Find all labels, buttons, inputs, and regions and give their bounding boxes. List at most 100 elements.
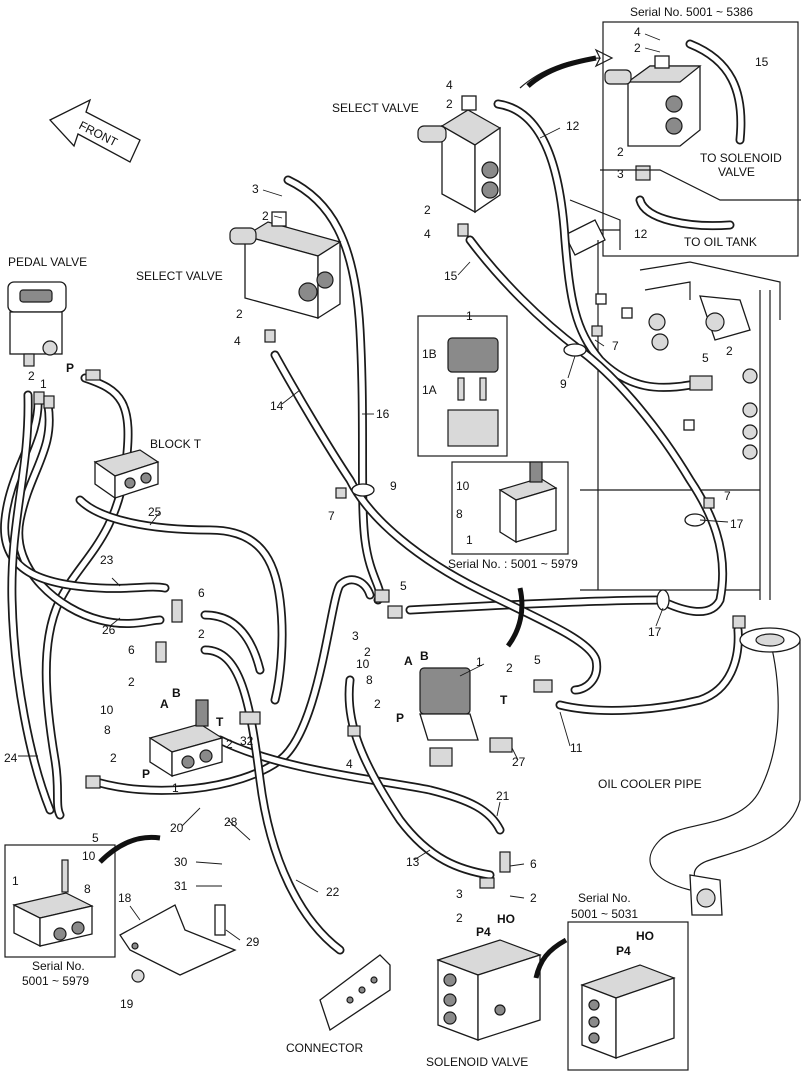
- callout-27: 27: [512, 755, 526, 769]
- port-t-right: T: [500, 693, 508, 707]
- callout-4-c: 4: [424, 227, 431, 241]
- to-solenoid-label-1: TO SOLENOID: [700, 151, 782, 165]
- inset-mid-lbl-1a: 1A: [422, 383, 437, 397]
- callout-2-h: 2: [226, 737, 233, 751]
- port-p-right: P: [396, 711, 404, 725]
- callout-4-d: 4: [346, 757, 353, 771]
- inset-serial-5001-5386: Serial No. 5001 ~ 5386 4 2 15 2 3 12 TO …: [602, 5, 799, 257]
- callout-2-i: 2: [110, 751, 117, 765]
- inset-br-serial-2: 5001 ~ 5031: [571, 907, 638, 921]
- callout-10-a: 10: [100, 703, 114, 717]
- callout-17-b: 17: [648, 625, 662, 639]
- callout-7-a: 7: [612, 339, 619, 353]
- callout-31: 31: [174, 879, 188, 893]
- callout-9-a: 9: [560, 377, 567, 391]
- callout-30: 30: [174, 855, 188, 869]
- connector-plate: [319, 954, 391, 1032]
- solenoid-block-center: [419, 667, 513, 767]
- oil-cooler-pipe: [649, 627, 801, 916]
- callout-25: 25: [148, 505, 162, 519]
- callout-19: 19: [120, 997, 134, 1011]
- inset-mid2-lbl-8: 8: [456, 507, 463, 521]
- callout-6-b: 6: [128, 643, 135, 657]
- inset-bl-lbl-10: 10: [82, 849, 96, 863]
- callout-4-b: 4: [446, 78, 453, 92]
- inset-mid2-pointer: [505, 587, 525, 648]
- callout-2-g: 2: [128, 675, 135, 689]
- solenoid-valve-bottom: [436, 939, 542, 1041]
- callout-2-j: 2: [530, 891, 537, 905]
- callout-2-c: 2: [446, 97, 453, 111]
- port-p-left: P: [142, 767, 150, 781]
- inset-mid2-lbl-10: 10: [456, 479, 470, 493]
- inset-br-ho: HO: [636, 929, 654, 943]
- callout-10-b: 10: [356, 657, 370, 671]
- callout-2-l: 2: [364, 645, 371, 659]
- select-valve-left: [229, 211, 342, 320]
- inset-top-lbl-2a: 2: [634, 41, 641, 55]
- inset-br-serial-1: Serial No.: [578, 891, 631, 905]
- callout-32: 32: [240, 734, 254, 748]
- inset-mid2-serial: Serial No. : 5001 ~ 5979: [448, 557, 578, 571]
- select-valve-top: [417, 95, 502, 214]
- inset-bl-serial-1: Serial No.: [32, 959, 85, 973]
- inset-bl-serial-2: 5001 ~ 5979: [22, 974, 89, 988]
- callout-7-c: 7: [328, 509, 335, 523]
- callout-3-b: 3: [456, 887, 463, 901]
- callout-13: 13: [406, 855, 420, 869]
- pedal-valve: [7, 281, 67, 367]
- callout-5-c: 5: [400, 579, 407, 593]
- callout-6-c: 6: [530, 857, 537, 871]
- inset-serial-5001-5979-mid: 10 8 1 Serial No. : 5001 ~ 5979: [448, 461, 578, 571]
- callout-17-a: 17: [730, 517, 744, 531]
- callout-2-b: 2: [236, 307, 243, 321]
- callout-2-d: 2: [424, 203, 431, 217]
- inset-serial-5001-5031: Serial No. 5001 ~ 5031 P4 HO: [567, 891, 689, 1071]
- callout-3-c: 3: [352, 629, 359, 643]
- port-p-pedal: P: [66, 361, 74, 375]
- callout-14: 14: [270, 399, 284, 413]
- inset-top-lbl-12: 12: [634, 227, 648, 241]
- fittings: [33, 223, 746, 889]
- inset-top-lbl-15: 15: [755, 55, 769, 69]
- callout-12: 12: [566, 119, 580, 133]
- callout-8-b: 8: [366, 673, 373, 687]
- port-b-right: B: [420, 649, 429, 663]
- callout-15: 15: [444, 269, 458, 283]
- callout-24: 24: [4, 751, 18, 765]
- callout-2-a: 2: [262, 209, 269, 223]
- title-pedal-valve: PEDAL VALVE: [8, 255, 87, 269]
- callout-22: 22: [326, 885, 340, 899]
- callout-2-f: 2: [198, 627, 205, 641]
- title-select-valve-top: SELECT VALVE: [332, 101, 419, 115]
- inset-solenoid-parts: 1 1B 1A: [417, 309, 508, 457]
- port-a-left: A: [160, 697, 169, 711]
- callout-8-a: 8: [104, 723, 111, 737]
- machine-frame: [564, 169, 801, 600]
- title-oil-cooler-pipe: OIL COOLER PIPE: [598, 777, 702, 791]
- block-t: [93, 449, 160, 500]
- inset-bl-pointer: [98, 834, 161, 864]
- callout-2-pedal: 2: [28, 369, 35, 383]
- callout-2-e: 2: [726, 344, 733, 358]
- front-arrow: FRONT: [48, 98, 141, 163]
- inset-br-p4: P4: [616, 944, 631, 958]
- callout-23: 23: [100, 553, 114, 567]
- port-t-left: T: [216, 715, 224, 729]
- callout-2-m: 2: [374, 697, 381, 711]
- callout-1-b: 1: [476, 655, 483, 669]
- inset-mid2-lbl-1: 1: [466, 533, 473, 547]
- callout-18: 18: [118, 891, 132, 905]
- callout-5-d: 5: [534, 653, 541, 667]
- callout-7-b: 7: [724, 489, 731, 503]
- port-a-right: A: [404, 654, 413, 668]
- hoses: [0, 99, 743, 955]
- callout-26: 26: [102, 623, 116, 637]
- port-ho-bottom: HO: [497, 912, 515, 926]
- block-left-valve: [148, 699, 224, 778]
- callout-4-a: 4: [234, 334, 241, 348]
- inset-serial-5001-5979-left: 10 8 1 Serial No. 5001 ~ 5979: [4, 844, 116, 988]
- inset-top-serial: Serial No. 5001 ~ 5386: [630, 5, 753, 19]
- callout-5-b: 5: [92, 831, 99, 845]
